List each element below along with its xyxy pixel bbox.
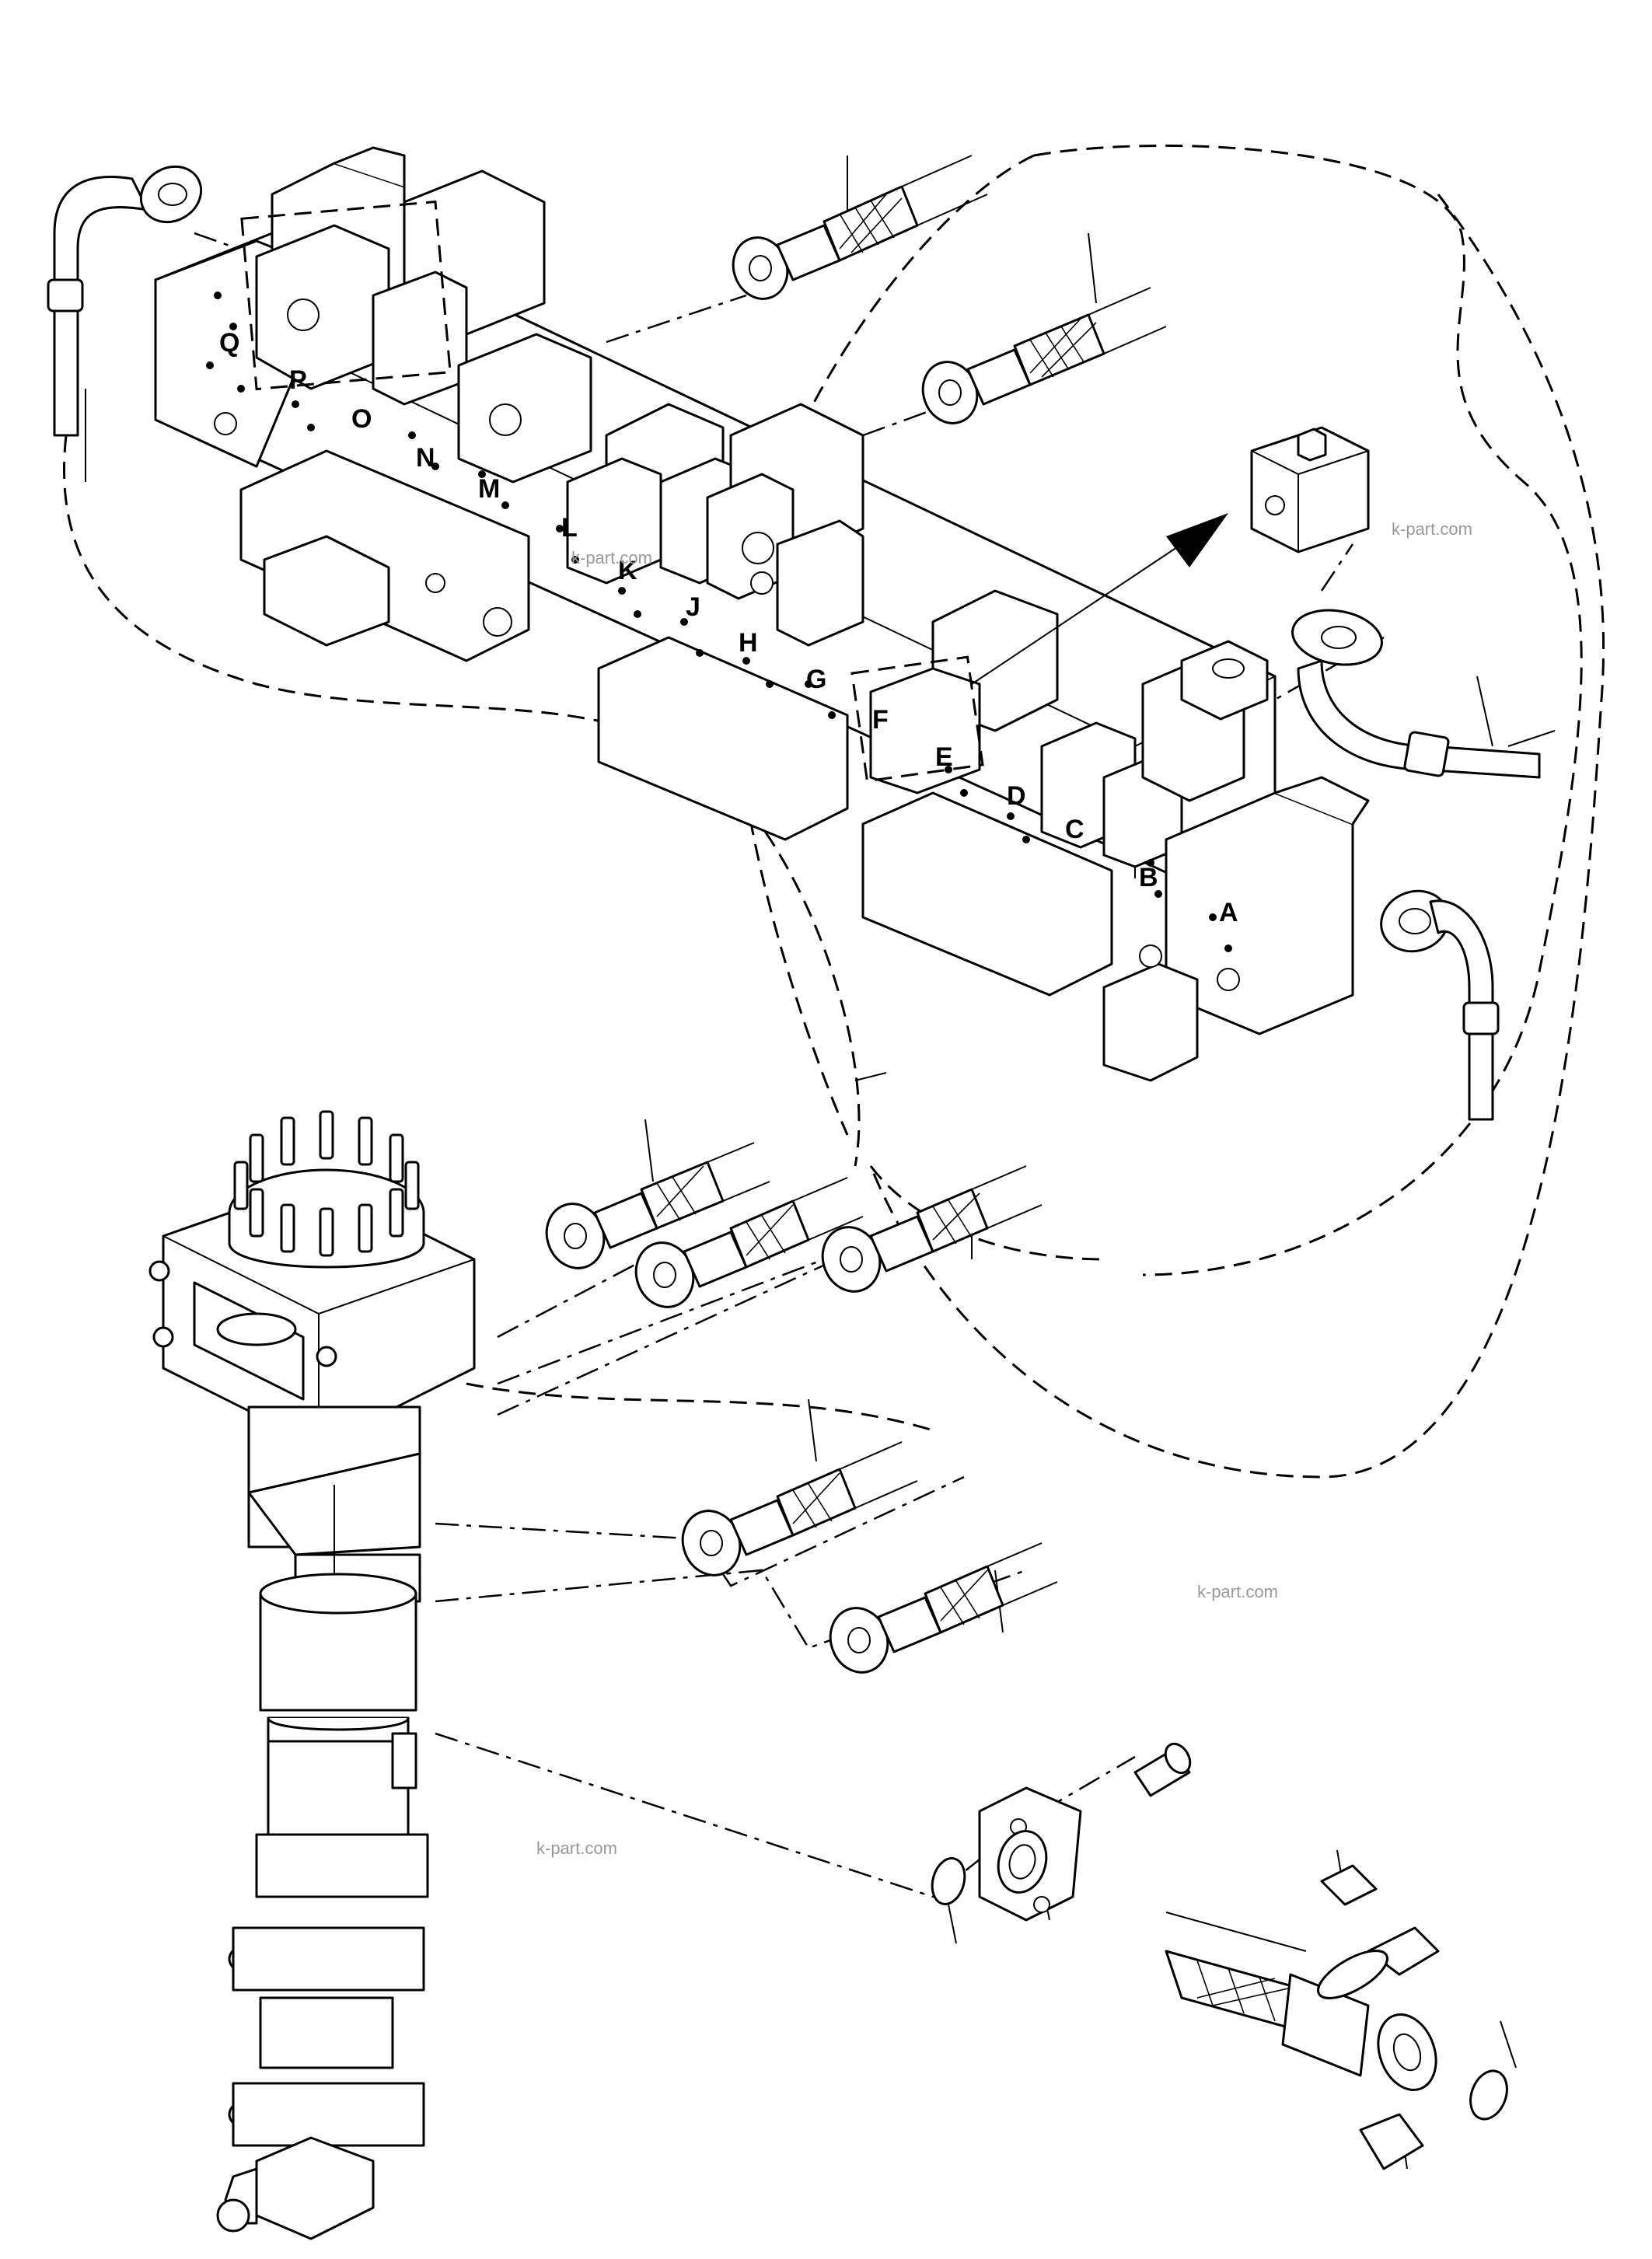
port-label-l: L — [561, 513, 578, 543]
port-label-e: E — [935, 742, 953, 772]
watermark: k-part.com — [536, 1838, 617, 1858]
hose-top-1 — [732, 155, 988, 300]
port-label-j: J — [686, 592, 700, 622]
hose-low-1 — [681, 1441, 918, 1576]
routing-dashed-lines — [63, 144, 1605, 1479]
watermarks: k-part.com k-part.com k-part.com k-part.… — [536, 519, 1472, 1858]
watermark: k-part.com — [1392, 519, 1472, 539]
port-label-d: D — [1007, 781, 1026, 811]
right-upper-bent-hose — [1291, 609, 1556, 779]
straight-braided-hoses — [545, 155, 1167, 1674]
swivel-joint-column — [148, 1110, 476, 2240]
port-label-b: B — [1139, 863, 1158, 892]
top-left-bent-hose — [47, 165, 203, 437]
port-label-p: P — [289, 365, 307, 395]
port-label-m: M — [478, 474, 500, 504]
port-label-k: K — [618, 556, 637, 585]
flange-kit — [931, 1742, 1192, 1922]
port-label-q: Q — [219, 328, 239, 358]
hose-mid-1 — [545, 1142, 770, 1269]
port-label-f: F — [872, 705, 889, 735]
watermark: k-part.com — [1197, 1582, 1278, 1601]
hose-mid-3 — [821, 1165, 1043, 1293]
port-labels: Q P O N M L K J H G F E D C B A — [219, 328, 1238, 927]
swivel-bolts — [233, 1110, 420, 1257]
port-label-n: N — [416, 443, 435, 473]
port-label-g: G — [806, 665, 826, 694]
right-lower-bent-hose — [1380, 889, 1500, 1121]
hose-low-2 — [829, 1542, 1058, 1674]
detail-block-callout — [971, 426, 1370, 685]
split-flange-hose-end — [1165, 1864, 1508, 2170]
valve-manifold-block: Q P O N M L K J H G F E D C B A — [154, 146, 1370, 1082]
port-label-o: O — [351, 404, 372, 434]
hose-mid-2 — [634, 1177, 864, 1308]
port-label-h: H — [739, 628, 758, 658]
manifold-holes — [206, 292, 1240, 991]
port-label-a: A — [1219, 898, 1238, 927]
hose-top-2 — [921, 287, 1167, 424]
port-label-c: C — [1065, 815, 1084, 844]
watermark: k-part.com — [571, 548, 652, 567]
